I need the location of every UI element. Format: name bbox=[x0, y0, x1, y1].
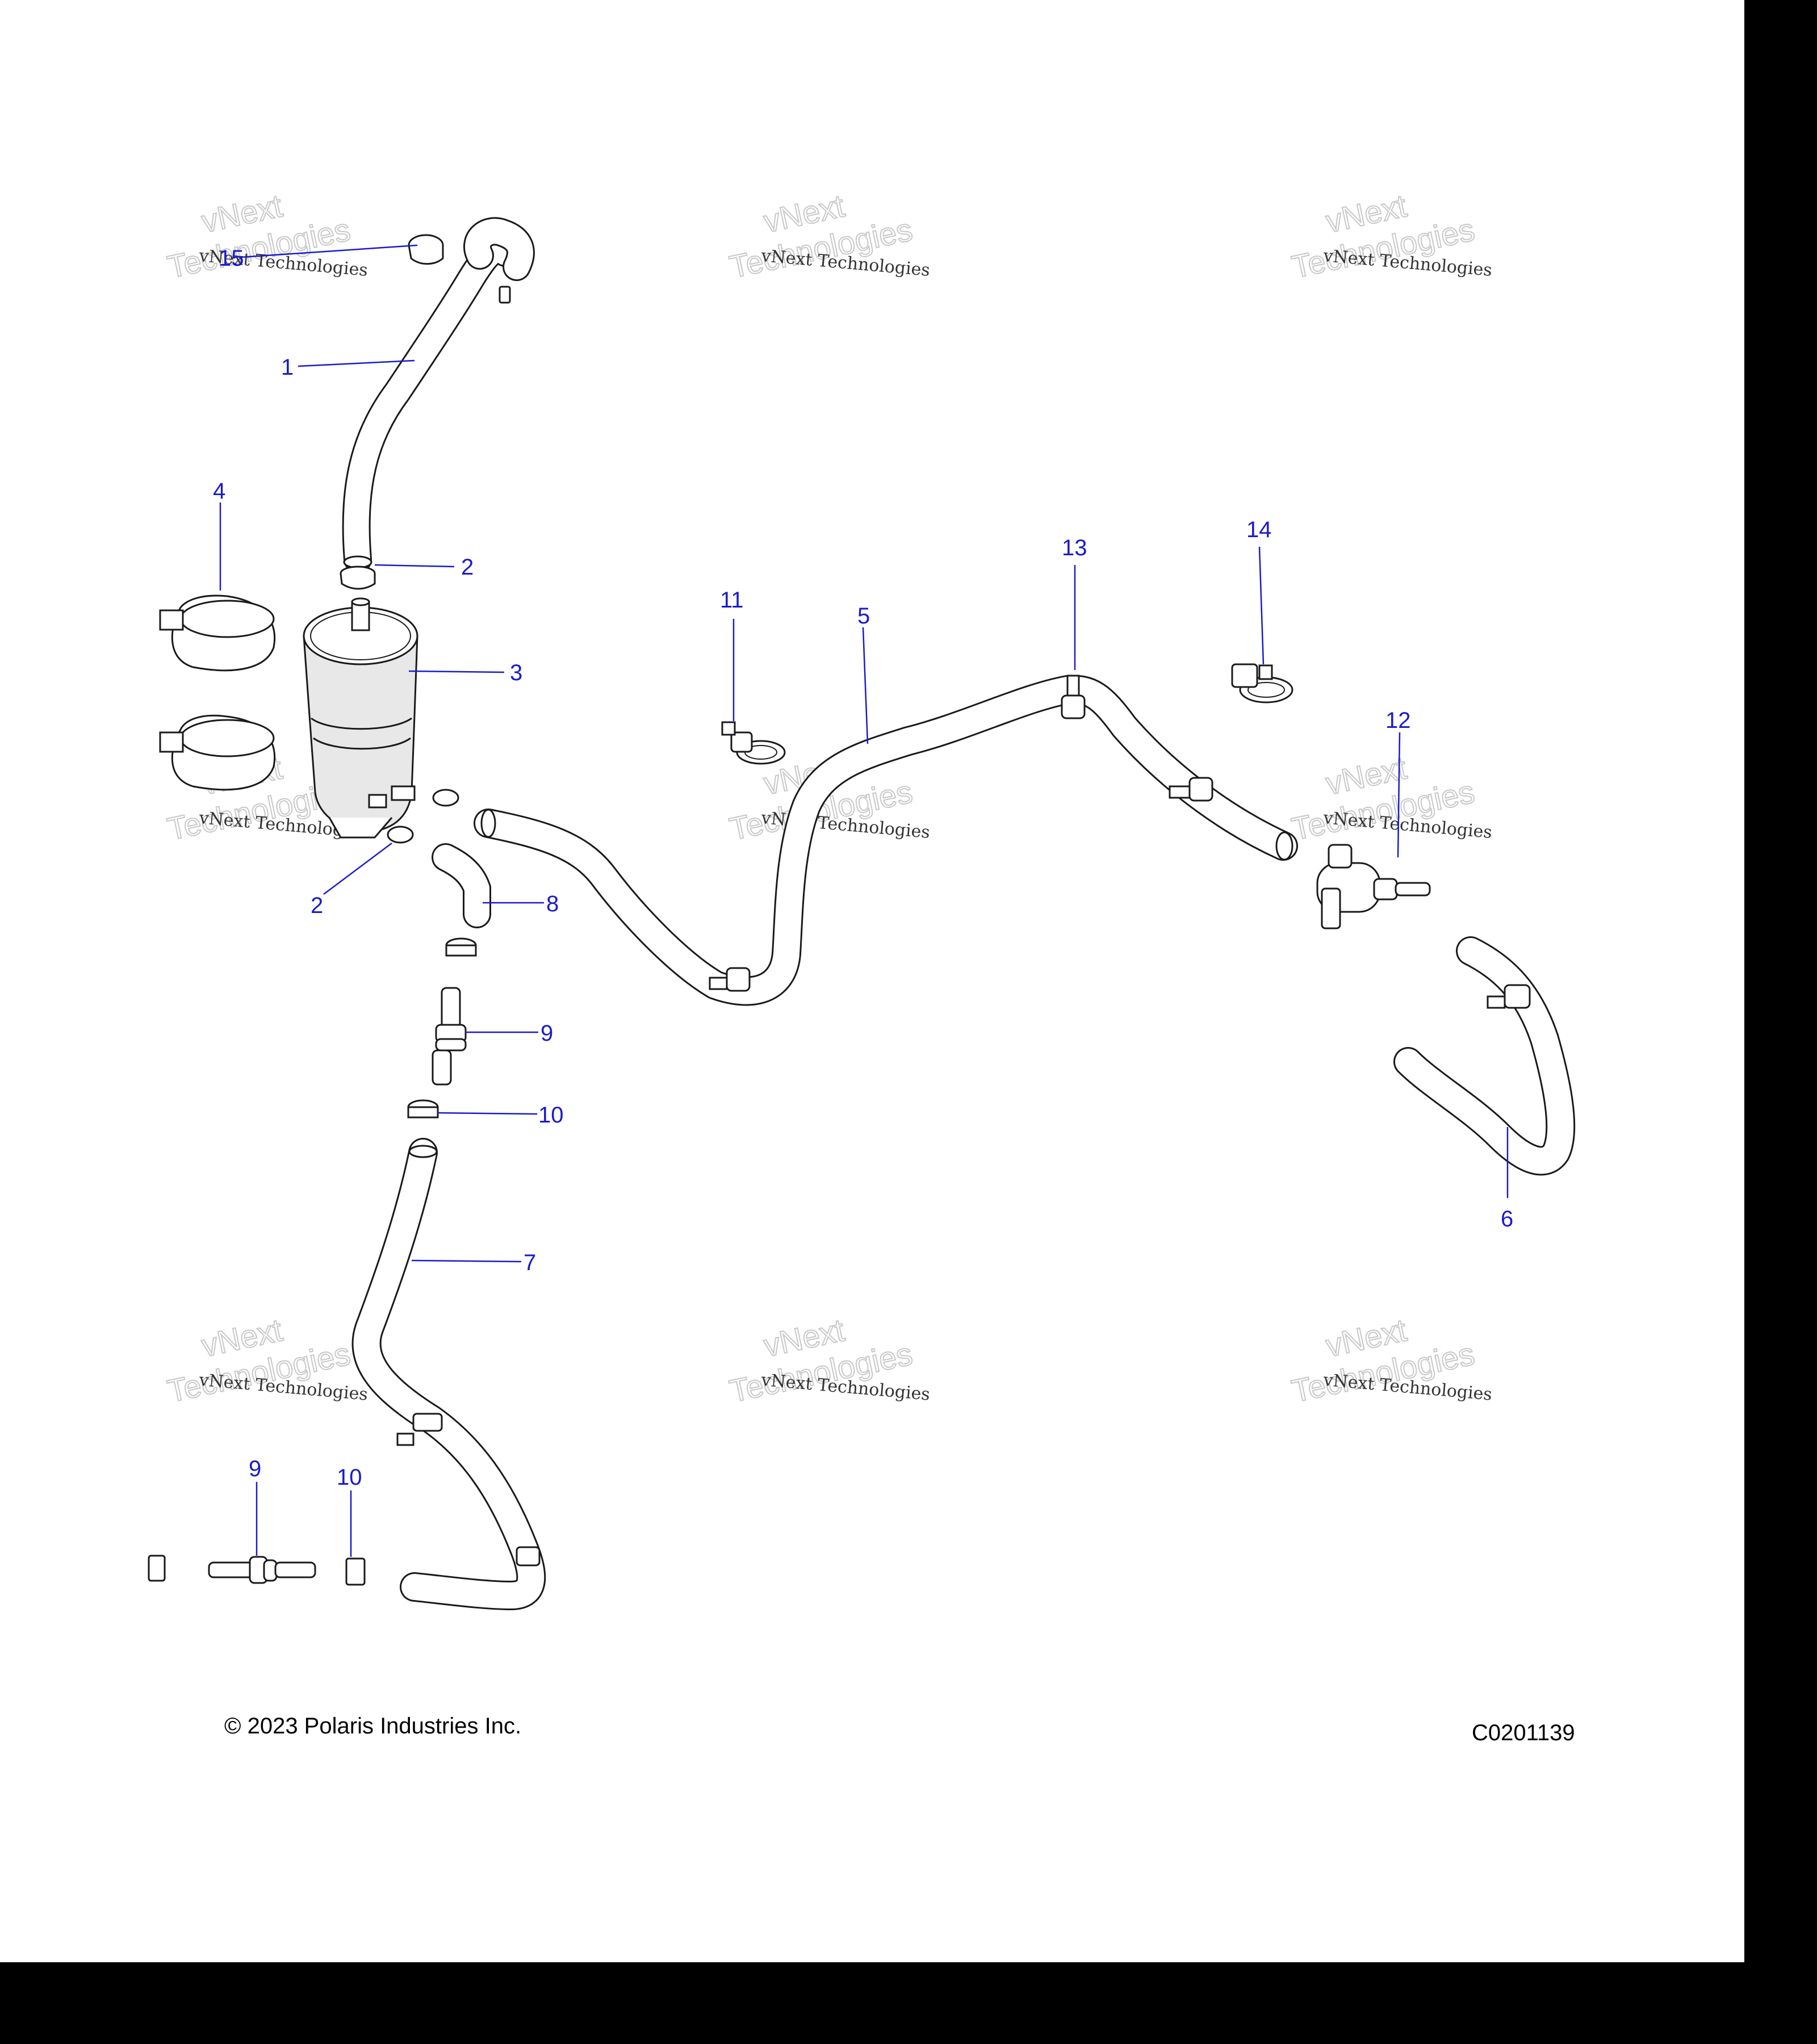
part-10-clamp-a bbox=[445, 937, 477, 957]
part-1-upper-hose bbox=[342, 217, 535, 573]
part-10-clamp-c bbox=[148, 1555, 166, 1582]
leader-line bbox=[298, 359, 415, 367]
leader-line bbox=[862, 627, 869, 744]
callout-7: 7 bbox=[524, 1250, 536, 1275]
copyright-text: © 2023 Polaris Industries Inc. bbox=[224, 1714, 522, 1739]
callout-9-upper: 9 bbox=[541, 1021, 553, 1046]
part-4-straps bbox=[159, 594, 276, 791]
part-9-connector-a bbox=[432, 987, 467, 1086]
watermark-tile: vNext Technologies vNext Technologies bbox=[164, 1311, 369, 1409]
callout-13: 13 bbox=[1062, 535, 1087, 560]
hose-clamp bbox=[516, 1546, 541, 1566]
leader-line bbox=[374, 564, 455, 568]
leader-line bbox=[1397, 732, 1401, 858]
callout-6: 6 bbox=[1501, 1207, 1513, 1232]
leader-line bbox=[411, 1259, 522, 1263]
leader-line bbox=[323, 843, 392, 895]
hose-clamp bbox=[1188, 777, 1213, 802]
hose-clamp bbox=[1061, 694, 1086, 719]
leader-line bbox=[437, 1112, 538, 1115]
callout-14: 14 bbox=[1246, 517, 1272, 542]
parts-diagram: vNext Technologies vNext Technologies vN… bbox=[148, 187, 1576, 1611]
diagram-sheet: vNext Technologies vNext Technologies vN… bbox=[0, 0, 1744, 1962]
callout-10-upper: 10 bbox=[538, 1103, 564, 1128]
leader-line bbox=[408, 670, 505, 673]
part-15-cap bbox=[408, 234, 444, 265]
callout-10-lower: 10 bbox=[337, 1465, 362, 1490]
callout-11: 11 bbox=[720, 588, 744, 613]
part-3-canister bbox=[303, 597, 418, 839]
part-2-clamp-lower bbox=[387, 789, 459, 844]
part-6-right-hose bbox=[1393, 936, 1576, 1176]
callout-1: 1 bbox=[281, 355, 294, 380]
clamp-screw bbox=[499, 286, 511, 304]
callout-9-lower: 9 bbox=[249, 1456, 261, 1481]
callout-12: 12 bbox=[1385, 708, 1411, 733]
watermark-tile: vNext Technologies vNext Technologies bbox=[1288, 749, 1493, 847]
hose-clamp bbox=[412, 1413, 443, 1432]
part-9-connector-b bbox=[208, 1556, 316, 1584]
callout-2-upper: 2 bbox=[461, 555, 474, 580]
watermark-tile: vNext Technologies vNext Technologies bbox=[726, 187, 931, 285]
leader-line bbox=[241, 244, 418, 258]
callout-2-lower: 2 bbox=[311, 893, 323, 918]
watermark-tile: vNext Technologies vNext Technologies bbox=[164, 187, 369, 285]
part-2-clamp-upper bbox=[340, 566, 376, 590]
watermark-tile: vNext Technologies vNext Technologies bbox=[1288, 187, 1493, 285]
callout-4: 4 bbox=[213, 479, 225, 504]
leader-line bbox=[1258, 546, 1265, 665]
callouts: 15 1 4 2 3 2 8 9 10 7 9 10 11 bbox=[213, 244, 1513, 1557]
callout-8: 8 bbox=[546, 891, 559, 916]
part-5-main-hose bbox=[474, 675, 1298, 1006]
callout-5: 5 bbox=[857, 604, 870, 629]
part-7-lower-hose bbox=[351, 1138, 546, 1611]
part-14-clamp bbox=[1231, 663, 1293, 703]
part-11-clamp bbox=[721, 721, 786, 765]
hose-clamp bbox=[1504, 984, 1531, 1009]
watermark-tile: vNext Technologies vNext Technologies bbox=[1288, 1311, 1493, 1409]
watermark-tile: vNext Technologies vNext Technologies bbox=[726, 1311, 931, 1409]
drawing-number: C0201139 bbox=[1472, 1720, 1575, 1745]
hose-clamp bbox=[726, 967, 751, 992]
part-10-clamp-d bbox=[345, 1557, 366, 1586]
callout-15: 15 bbox=[219, 246, 244, 271]
callout-3: 3 bbox=[510, 660, 522, 685]
part-10-clamp-b bbox=[407, 1099, 439, 1119]
part-8-elbow-hose bbox=[432, 843, 491, 928]
part-12-valve bbox=[1316, 844, 1431, 929]
